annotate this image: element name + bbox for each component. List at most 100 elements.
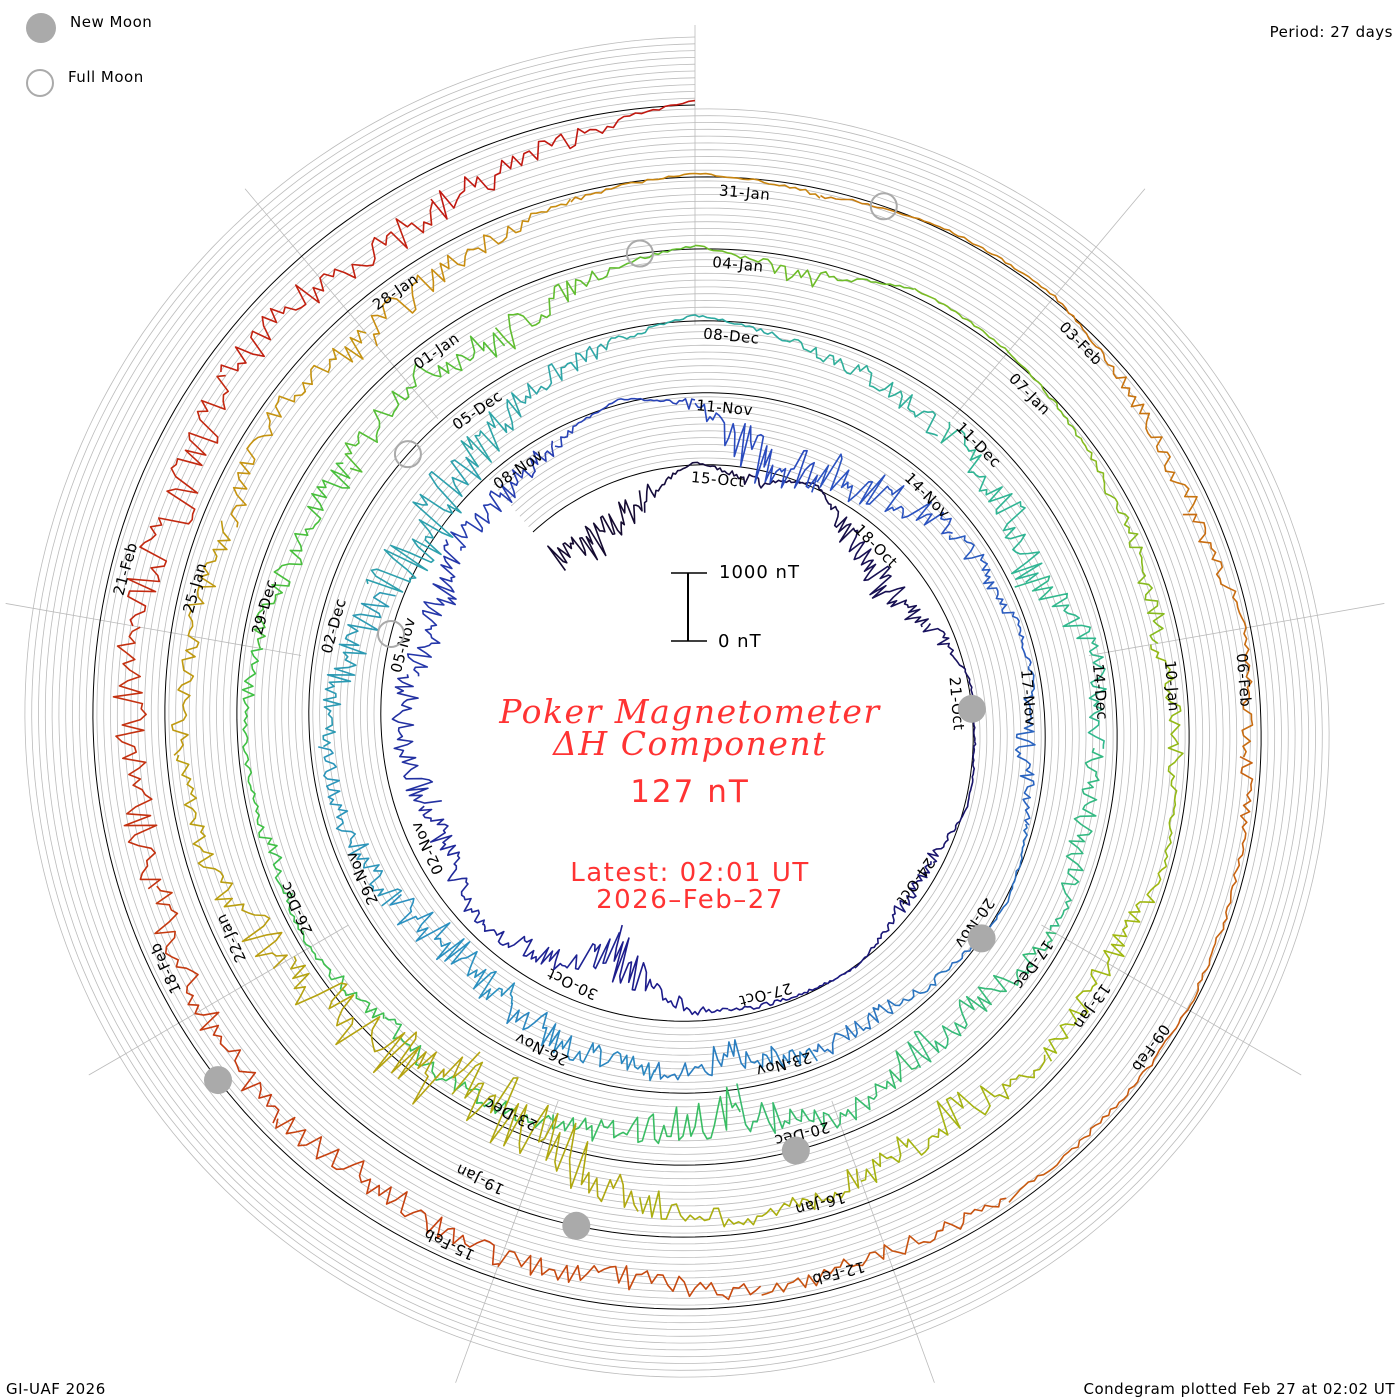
spoke [244,188,439,419]
legend-full-moon: Full Moon [26,68,144,97]
trace-segment [344,332,506,473]
date-label: 17-Dec [1010,936,1057,993]
trace-segment [551,1086,741,1145]
date-label: 17-Nov [1017,669,1040,727]
trace-segment [171,520,231,756]
trace-segment [948,535,1032,667]
current-value: 127 nT [630,774,750,810]
date-label: 08-Dec [702,325,760,348]
new-moon-marker [781,1136,810,1165]
title-line-2: ΔH Component [553,724,827,763]
trace-segment [605,314,787,351]
trace-segment [322,591,396,748]
trace-segment [816,453,953,535]
trace-segment [391,674,442,804]
plotted-timestamp: Condegram plotted Feb 27 at 02:02 UT [1083,1380,1395,1398]
full-moon-marker [393,440,422,469]
date-label: 15-Feb [421,1225,478,1264]
trace-segment [406,539,461,677]
date-label: 29-Dec [248,577,280,636]
date-label: 05-Nov [387,615,419,675]
date-label: 22-Jan [212,911,250,965]
date-label: 11-Dec [952,418,1005,471]
spoke [951,188,1146,419]
trace-segment [418,805,485,926]
radial-spokes [5,25,1385,1383]
trace-segment [451,1061,639,1212]
trace-segment [112,626,162,890]
baseline-spiral [92,104,1262,1310]
new-moon-icon [26,13,56,43]
trace-segment [126,374,229,627]
trace-segment [154,885,280,1124]
trace-segment [611,924,729,1016]
date-label: 10-Jan [1161,660,1183,713]
trace-segment [220,201,434,373]
trace-segment [1182,513,1254,758]
trace-segment [728,966,855,1012]
trace-segment [653,1039,818,1081]
trace-segment [907,931,1057,1069]
date-label: 30-Oct [544,964,600,1003]
spoke [88,924,349,1076]
credit-label: GI-UAF 2026 [6,1380,106,1398]
date-label: 06-Feb [1233,653,1255,708]
trace-segment [1080,437,1165,645]
trace-segment [554,397,696,448]
trace-segment [506,1002,656,1082]
new-moon-marker [204,1066,233,1095]
trace-segment [694,244,915,291]
trace-segment [820,194,1056,297]
latest-timestamp: Latest: 02:01 UT 2026–Feb–27 [390,860,990,914]
trace-segment [570,172,821,203]
trace-segment [547,490,643,571]
date-label: 19-Jan [453,1160,507,1198]
spoke [1088,603,1385,656]
trace-segment [848,530,929,628]
trace-segment [1187,755,1254,1010]
trace-segment [1014,575,1107,749]
baseline-spiral-line [92,104,1262,1310]
trace-segment [940,421,1043,584]
trace-segment [275,1116,499,1266]
full-moon-marker [625,239,654,268]
scale-top-label: 1000 nT [719,562,800,583]
scale-bottom-label: 0 nT [718,631,762,652]
trace-segment [1054,295,1198,513]
date-label: 15-Oct [690,468,745,491]
legend-full-moon-label: Full Moon [68,68,144,86]
full-moon-marker [376,619,405,648]
trace-segment [290,956,481,1105]
trace-segment [253,462,351,649]
scale-bar [671,572,707,642]
trace-segment [241,648,278,854]
trace-segment [450,440,555,551]
latest-date: 2026–Feb–27 [596,885,784,915]
date-label: 14-Dec [1089,663,1112,721]
trace-segment [318,746,403,907]
date-label: 31-Jan [718,181,771,204]
new-moon-marker [957,694,986,723]
trace-segment [736,1050,920,1134]
trace-segment [927,741,977,864]
trace-segment [1043,865,1168,1062]
trace-segment [639,1168,860,1228]
period-label: Period: 27 days [1269,23,1393,41]
legend-new-moon-label: New Moon [70,13,153,31]
trace-segment [1049,747,1104,931]
trace-segment [694,402,818,493]
trace-segment [176,754,288,969]
date-label: 05-Dec [449,387,506,434]
trace-segment [483,923,621,971]
spoke [455,1100,559,1383]
date-label: 08-Nov [490,446,547,493]
trace-segment [785,338,938,437]
full-moon-marker [869,192,898,221]
trace-segment [1008,1009,1189,1203]
latest-time: Latest: 02:01 UT [570,858,810,888]
trace-segment [913,287,1081,439]
legend-new-moon: New Moon [26,13,152,43]
spoke [5,603,302,656]
trace-segment [460,343,607,467]
